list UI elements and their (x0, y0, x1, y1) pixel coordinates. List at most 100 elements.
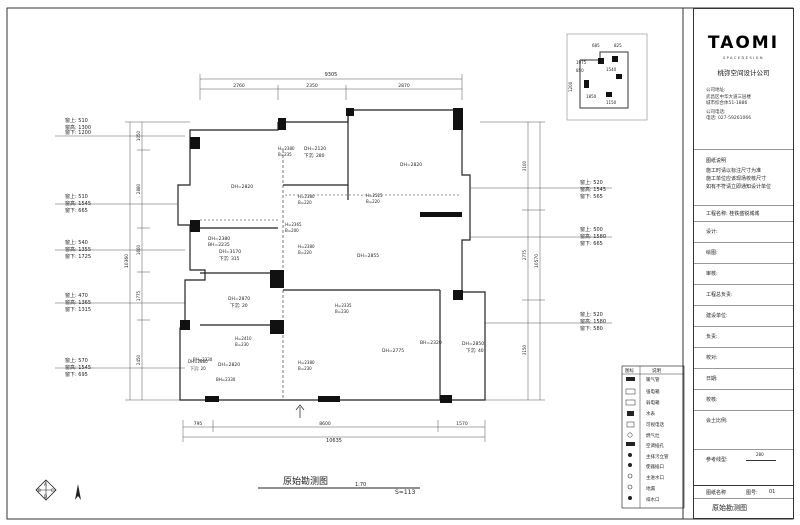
legend-header-icon: 图标 (625, 367, 634, 374)
tb-divider (694, 205, 793, 206)
room-label-11: DH=2820 (218, 362, 240, 368)
legend-header-desc: 说明 (652, 367, 661, 374)
beam-1-h: H=2380 (298, 194, 315, 199)
field-client: 建设单位: (706, 313, 728, 319)
compass-label-d: D (44, 494, 47, 499)
field-proof: 校对: (706, 355, 718, 361)
wall-columns (180, 108, 463, 403)
legend-item-2: 强电箱 (646, 388, 660, 395)
legend-item-4: 水表 (646, 410, 655, 417)
key-dim-7: 1850 (586, 94, 597, 99)
legend-rows: 暖气管 强电箱 弱电箱 水表 可视电话 燃气灶 空调插孔 主排污立管 使器插口 … (625, 376, 669, 503)
tb-divider (694, 284, 793, 285)
legend-item-5: 可视电话 (646, 421, 664, 428)
legend-item-8: 主排污立管 (646, 453, 669, 460)
key-dim-5: 1540 (606, 67, 617, 72)
note-left-2-line-2: 窗高: 1545 (65, 200, 91, 207)
beam-1-b: B=220 (298, 200, 312, 205)
tb-divider (694, 149, 793, 150)
north-arrow-icon (75, 484, 81, 500)
compass-symbol: A B C D (35, 479, 81, 501)
key-dim-3: 1975 (576, 60, 587, 65)
dim-right-total: 10570 (534, 254, 540, 268)
drawing-scale: 1:70 (355, 482, 366, 488)
beam-5-h: H=2335 (335, 303, 352, 308)
dim-right-seg-1: 3100 (522, 160, 527, 171)
room-label-9b: 下沉: 40 (466, 347, 484, 354)
phone-value: 电话: 027-59261066 (706, 116, 752, 121)
tb-divider (694, 263, 793, 264)
beam-8-b: B=235 (278, 152, 292, 157)
room-label-8: DH=2775 (382, 348, 404, 354)
room-label-7b: 下沉: 20 (230, 302, 248, 309)
sheet-name: 原始勘测图 (712, 504, 747, 512)
address-label: 公司地址: (706, 88, 726, 93)
beam-6-b: B=230 (235, 342, 249, 347)
tb-divider (694, 389, 793, 390)
legend-table: 图标 说明 暖气管 强电箱 弱电箱 水表 可视电话 燃气灶 空调插孔 主排污立管… (621, 365, 685, 509)
left-window-notes: 窗上: 510 窗高: 1300 窗下: 1200 窗上: 510 窗高: 15… (65, 117, 91, 378)
legend-item-6: 燃气灶 (646, 432, 660, 439)
note-left-3-line-3: 窗下: 1725 (65, 253, 91, 260)
beam-2-h: H=2525 (366, 193, 383, 198)
tb-divider (694, 305, 793, 306)
address-line-2: 城市综合体51-1886 (706, 101, 748, 106)
field-drawing: 绘图: (706, 250, 718, 256)
beam-3-h: H=2365 (285, 222, 302, 227)
note-right-2-line-2: 窗高: 1580 (580, 233, 606, 240)
note-left-4-line-2: 窗高: 1365 (65, 299, 91, 306)
note-right-3-line-2: 窗高: 1580 (580, 318, 606, 325)
room-label-4b: BH=2235 (208, 242, 230, 248)
key-plan: 685 825 1975 850 1540 1200 1850 1150 (566, 33, 648, 121)
left-dimensions (125, 121, 190, 401)
room-label-b1: BH=2320 (420, 340, 442, 346)
note-3: 如有不符请立即通知设计单位 (706, 184, 772, 190)
beam-2-b: B=220 (366, 199, 380, 204)
note-leaders (55, 135, 612, 369)
dim-left-seg-2: 2880 (136, 183, 141, 194)
field-scale: 会土比例: (706, 418, 728, 424)
dim-left-total: 10360 (124, 254, 130, 268)
room-label-4a: DH=2380 (208, 236, 230, 242)
beam-5-b: B=230 (335, 309, 349, 314)
company-logo: TAOMI (707, 33, 780, 53)
field-responsible: 负责: (706, 334, 718, 340)
field-check: 校核: (706, 397, 718, 403)
dim-bottom-total: 10635 (326, 438, 342, 444)
title-block-footer: 图纸名称 图号: 01 原始勘测图 (694, 485, 793, 520)
sheet-number: 01 (769, 489, 776, 495)
key-dim-6: 1200 (568, 81, 573, 92)
tb-divider (694, 410, 793, 411)
drawing-area: S=113 (395, 489, 415, 496)
right-dimensions (480, 121, 545, 401)
key-dim-2: 825 (614, 43, 622, 48)
dim-bottom-seg-3: 1570 (456, 421, 468, 427)
company-name: 桃弥空间设计公司 (717, 69, 770, 77)
beam-7-h: H=2380 (298, 360, 315, 365)
legend-item-12: 排水口 (646, 496, 660, 503)
beam-4-b: B=220 (298, 250, 312, 255)
address-line-1: 武昌区中华大道三层楼 (706, 95, 751, 100)
sheet-number-label: 图号: (746, 490, 758, 496)
right-window-notes: 窗上: 520 窗高: 1545 窗下: 565 窗上: 500 窗高: 158… (580, 179, 606, 332)
note-left-1-line-1: 窗上: 510 (65, 117, 88, 124)
tb-divider (694, 221, 793, 222)
legend-item-10: 主进水口 (646, 474, 664, 481)
key-dim-8: 1150 (606, 100, 617, 105)
legend-item-1: 暖气管 (646, 376, 660, 383)
room-label-3: DH=2820 (231, 184, 253, 190)
field-date: 日期: (706, 376, 718, 382)
tb-divider (694, 347, 793, 348)
note-right-3-line-1: 窗上: 520 (580, 311, 603, 318)
company-logo-sub: SPACEDESIGN (722, 56, 765, 60)
field-design: 设计: (706, 229, 718, 235)
drawing-title-group: 原始勘测图 1:70 S=113 (258, 475, 420, 496)
legend-item-3: 弱电箱 (646, 399, 660, 406)
phone-label: 公司电话: (706, 110, 726, 115)
key-dim-4: 850 (576, 68, 584, 73)
tb-divider (694, 326, 793, 327)
room-label-1-sink: 下沉: 280 (304, 152, 325, 159)
note-right-1-line-1: 窗上: 520 (580, 179, 603, 186)
note-left-3-line-1: 窗上: 540 (65, 239, 88, 246)
